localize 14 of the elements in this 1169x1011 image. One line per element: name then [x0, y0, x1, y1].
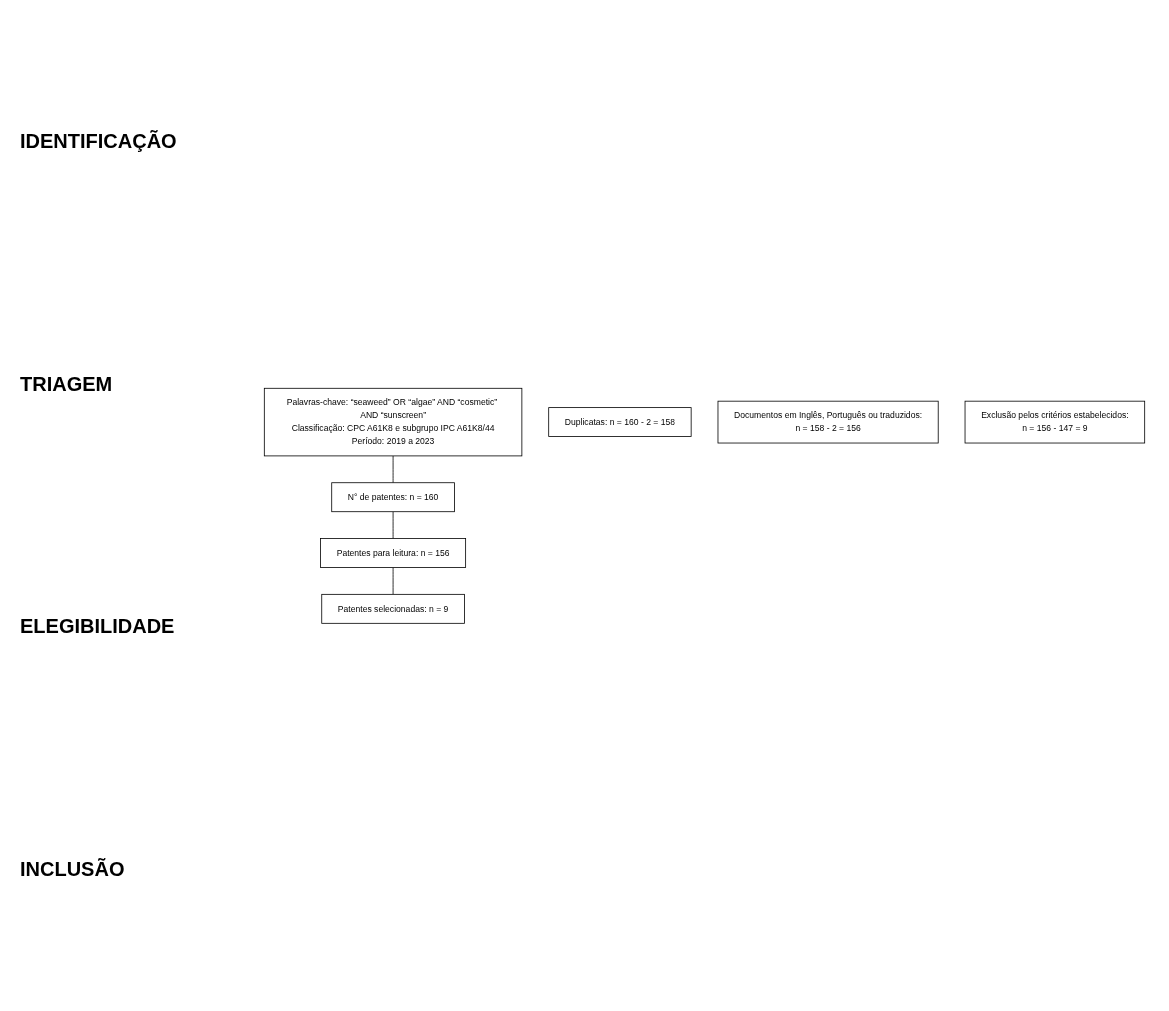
stage-label: IDENTIFICAÇÃO	[20, 129, 178, 153]
node-box: Patentes para leitura: n = 156	[320, 537, 467, 568]
node-box: Exclusão pelos critérios estabelecidos: n = 156 - 147 = 9	[964, 400, 1146, 444]
node-box: Patentes selecionadas: n = 9	[321, 593, 465, 624]
node-box: Palavras-chave: “seaweed” OR “algae” AND “cosmetic” AND “sunscreen” Classificação: CPC A61K8 e subgrupo IPC A61K8/44 Período: 2019 a 2023	[263, 387, 523, 456]
node-box: N° de patentes: n = 160	[331, 482, 455, 512]
connector	[392, 566, 394, 595]
stage-label: TRIAGEM	[20, 372, 114, 396]
connector	[392, 511, 394, 539]
node-box: Duplicatas: n = 160 - 2 = 158	[548, 406, 692, 437]
node-box: Documentos em Inglês, Português ou traduzidos: n = 158 - 2 = 156	[717, 400, 939, 444]
stage-label: ELEGIBILIDADE	[20, 615, 176, 639]
connector	[392, 455, 394, 483]
stage-label: INCLUSÃO	[20, 858, 126, 882]
